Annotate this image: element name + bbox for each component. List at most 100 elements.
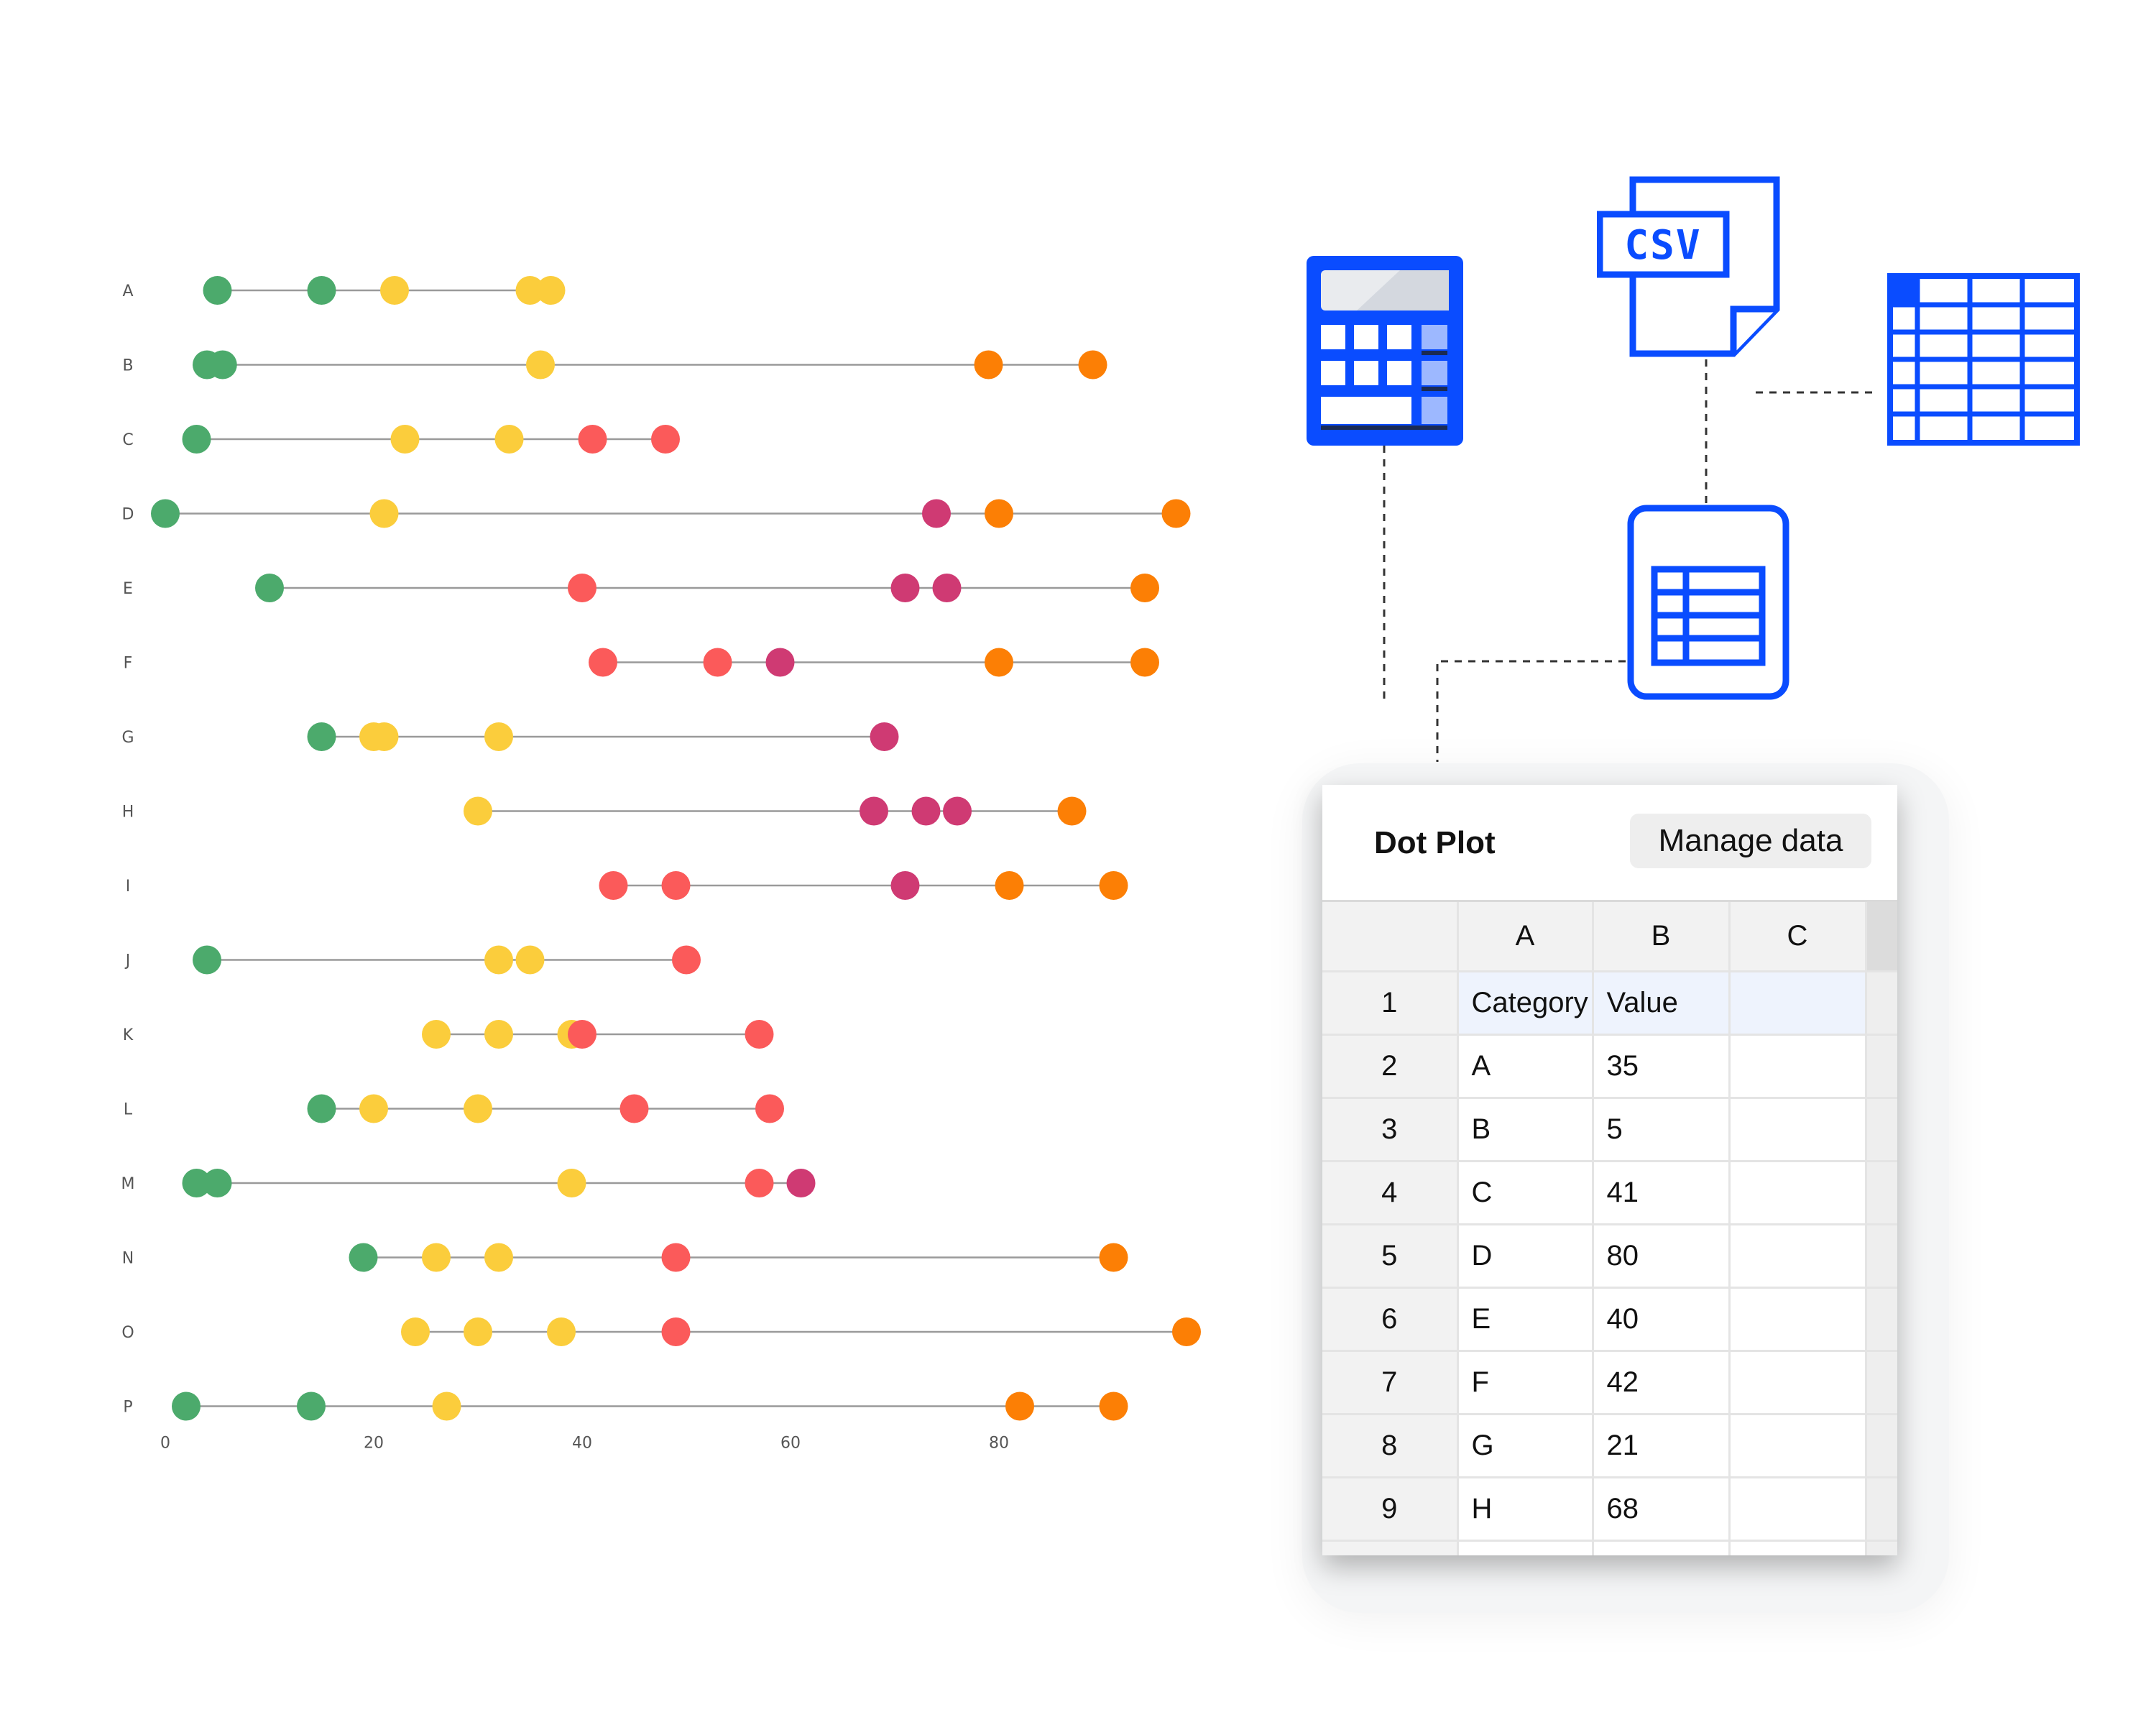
table-row: 2 A 35 [1322,1034,1897,1099]
cell[interactable] [1729,1351,1867,1415]
cell[interactable]: B [1457,1098,1594,1162]
data-point [484,1243,513,1272]
column-header-a[interactable]: A [1457,902,1594,972]
category-label: I [126,878,131,896]
cell[interactable] [1729,1098,1867,1162]
cell[interactable] [1729,1287,1867,1352]
category-label: L [124,1101,133,1119]
scrollbar-track[interactable] [1866,1224,1897,1289]
scrollbar-track[interactable] [1866,971,1897,1036]
corner-cell[interactable] [1322,902,1459,972]
data-point [1099,871,1128,900]
data-point [307,1094,336,1123]
cell[interactable]: A [1457,1034,1594,1099]
cell[interactable]: Category [1457,971,1594,1036]
category-label: K [123,1026,134,1044]
table-row: 4 C 41 [1322,1161,1897,1225]
data-point [1099,1392,1128,1421]
scrollbar-track[interactable] [1866,1351,1897,1415]
data-point [890,574,920,602]
cell[interactable]: 41 [1593,1161,1731,1225]
cell[interactable] [1729,1414,1867,1478]
scrollbar-track[interactable] [1866,1098,1897,1162]
data-point [745,1020,774,1049]
cell[interactable] [1729,1034,1867,1099]
row-number[interactable]: 9 [1322,1477,1459,1542]
data-point [307,276,336,305]
cell[interactable]: 40 [1593,1287,1731,1352]
cell[interactable]: E [1457,1287,1594,1352]
category-label: A [122,282,133,300]
table-row: 3 B 5 [1322,1098,1897,1162]
cell[interactable]: G [1457,1414,1594,1478]
csv-label: CSV [1624,222,1701,269]
data-point [932,574,962,602]
cell[interactable]: 68 [1593,1477,1731,1542]
cell[interactable] [1729,1477,1867,1542]
data-point [860,796,888,826]
manage-data-button[interactable]: Manage data [1630,814,1871,868]
cell[interactable]: C [1457,1161,1594,1225]
data-point [369,499,399,528]
data-point [922,499,951,528]
row-number[interactable]: 8 [1322,1414,1459,1478]
scrollbar-track[interactable] [1866,1414,1897,1478]
data-point [297,1392,326,1421]
scrollbar-track[interactable] [1866,1477,1897,1542]
category-label: B [122,357,133,375]
cell[interactable]: 80 [1593,1224,1731,1289]
category-label: N [122,1250,134,1268]
column-header-row: A B C [1322,902,1897,972]
cell[interactable] [1729,971,1867,1036]
cell[interactable]: D [1457,1224,1594,1289]
cell[interactable]: H [1457,1477,1594,1542]
column-header-b[interactable]: B [1593,902,1731,972]
row-number[interactable]: 1 [1322,971,1459,1036]
data-point [464,1094,492,1123]
data-point [786,1169,816,1197]
row-number[interactable]: 5 [1322,1224,1459,1289]
scrollbar-track[interactable] [1866,1540,1897,1555]
row-number[interactable]: 2 [1322,1034,1459,1099]
data-point [369,722,399,751]
cell[interactable] [1729,1540,1867,1555]
row-number[interactable]: 3 [1322,1098,1459,1162]
data-point [995,871,1024,900]
cell[interactable]: F [1457,1351,1594,1415]
data-point [349,1243,378,1272]
data-point [672,945,701,975]
data-point [985,648,1013,677]
row-number[interactable]: 6 [1322,1287,1459,1352]
cell[interactable] [1593,1540,1731,1555]
column-header-c[interactable]: C [1729,902,1867,972]
scrollbar-track[interactable] [1866,1287,1897,1352]
data-point [151,499,180,528]
table-row [1322,1540,1897,1555]
scrollbar-track[interactable] [1866,1161,1897,1225]
data-point [515,945,545,975]
row-number[interactable]: 7 [1322,1351,1459,1415]
scrollbar-track[interactable] [1866,902,1897,972]
scrollbar-track[interactable] [1866,1034,1897,1099]
category-label: C [122,431,133,449]
cell[interactable]: 21 [1593,1414,1731,1478]
data-point [193,945,221,975]
cell[interactable] [1729,1161,1867,1225]
data-point [745,1169,774,1197]
x-tick-label: 0 [160,1435,170,1453]
data-point [484,1020,513,1049]
data-point [203,1169,232,1197]
row-number[interactable] [1322,1540,1459,1555]
spreadsheet-file-icon [1627,505,1789,700]
data-point [182,1169,211,1197]
data-point [1172,1317,1201,1346]
cell[interactable]: 35 [1593,1034,1731,1099]
row-number[interactable]: 4 [1322,1161,1459,1225]
data-point [422,1020,451,1049]
cell[interactable]: 42 [1593,1351,1731,1415]
cell[interactable]: Value [1593,971,1731,1036]
data-point [390,425,420,454]
cell[interactable]: 5 [1593,1098,1731,1162]
cell[interactable] [1457,1540,1594,1555]
cell[interactable] [1729,1224,1867,1289]
